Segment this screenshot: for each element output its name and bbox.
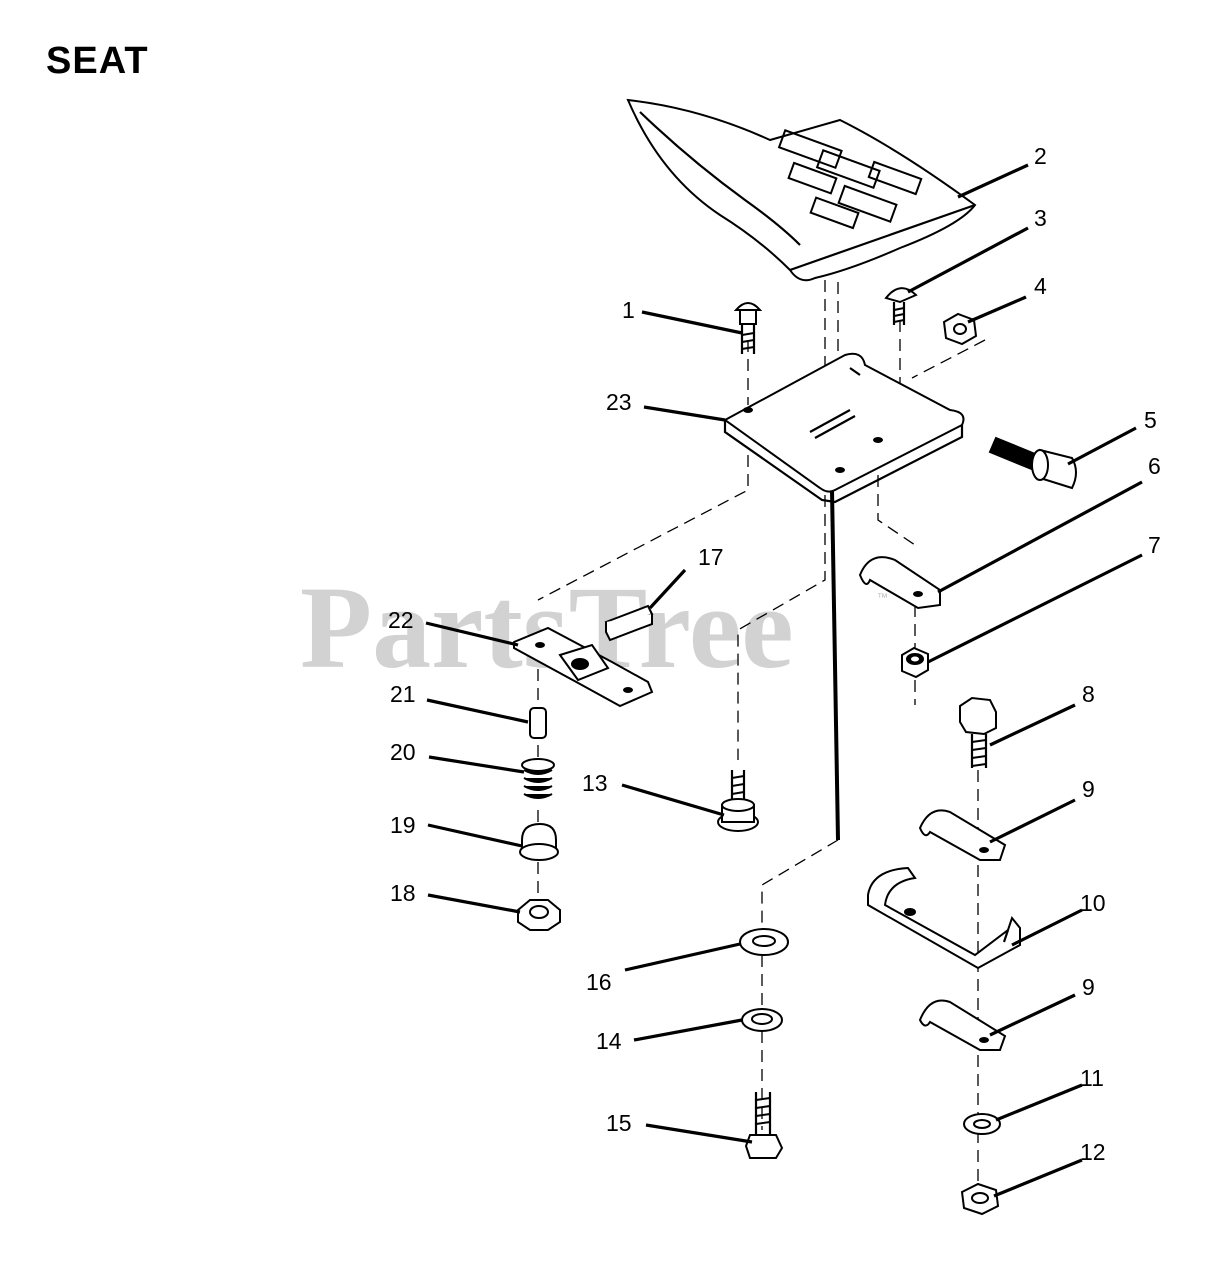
lock-washer [741, 1008, 783, 1032]
callout-8: 8 [1082, 681, 1095, 707]
leader-lines [425, 163, 1143, 1198]
flange-stud [717, 770, 759, 832]
assembly-guides [537, 280, 986, 1210]
spacer-clip-upper [918, 809, 1007, 861]
callout-1: 1 [622, 297, 635, 323]
callout-5: 5 [1144, 407, 1157, 433]
carriage-bolt [733, 302, 763, 354]
flange-nut [517, 899, 561, 931]
callout-15: 15 [606, 1110, 632, 1136]
callout-22: 22 [388, 607, 414, 633]
callout-3: 3 [1034, 205, 1047, 231]
pin [529, 707, 547, 739]
callout-12: 12 [1080, 1139, 1106, 1165]
callout-2: 2 [1034, 143, 1047, 169]
callout-20: 20 [390, 739, 416, 765]
seat-mounting-plate [723, 352, 965, 504]
callout-23: 23 [606, 389, 632, 415]
hex-nut [942, 312, 978, 346]
callout-17: 17 [698, 544, 724, 570]
spacer-clip-lower [918, 999, 1007, 1051]
callout-7: 7 [1148, 532, 1161, 558]
callout-14: 14 [596, 1028, 622, 1054]
callout-18: 18 [390, 880, 416, 906]
flat-washer-large [739, 928, 789, 956]
hex-bolt-bottom [744, 1092, 784, 1159]
seat [626, 98, 977, 282]
latch-plate [513, 626, 654, 708]
callout-16: 16 [586, 969, 612, 995]
callout-21: 21 [390, 681, 416, 707]
lock-nut [901, 646, 929, 679]
page-title: SEAT [46, 40, 149, 82]
hex-nut-bottom [960, 1182, 1000, 1216]
hex-bolt [959, 696, 997, 768]
spring-clip [858, 556, 941, 610]
callout-9-upper: 9 [1082, 776, 1095, 802]
callout-labels: 2 3 4 1 23 5 6 7 17 22 21 20 19 18 13 8 … [388, 143, 1161, 1165]
callout-9-lower: 9 [1082, 974, 1095, 1000]
callout-6: 6 [1148, 453, 1161, 479]
watermark-trademark: ™ [877, 592, 888, 604]
shoulder-bolt [988, 436, 1077, 490]
spring [521, 758, 555, 799]
wing-bolt [884, 287, 918, 325]
callout-13: 13 [582, 770, 608, 796]
callout-10: 10 [1080, 890, 1106, 916]
cap-nut [519, 822, 559, 861]
flat-washer [963, 1113, 1001, 1135]
callout-4: 4 [1034, 273, 1047, 299]
callout-19: 19 [390, 812, 416, 838]
seat-bracket [867, 866, 1021, 970]
callout-11: 11 [1080, 1065, 1104, 1091]
key [604, 604, 654, 642]
